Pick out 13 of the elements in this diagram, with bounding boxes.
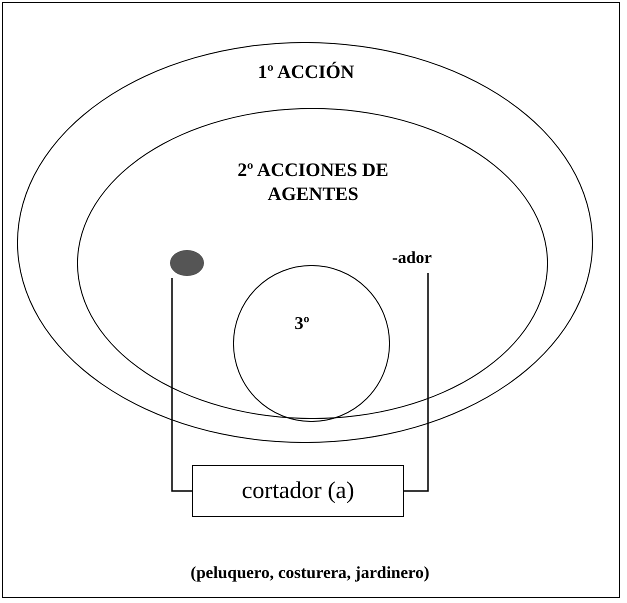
node-text: 1º ACCIÓN <box>256 61 356 85</box>
node-text: 3º <box>294 312 310 334</box>
examples-note: (peluquero, costurera, jardinero) <box>190 562 430 584</box>
filled-dot <box>170 250 204 276</box>
node-text: 2º ACCIONES DE AGENTES <box>236 159 390 206</box>
leader-line <box>404 273 429 492</box>
circle-node <box>233 265 390 422</box>
label-box <box>192 465 404 517</box>
ellipse-node <box>77 108 548 419</box>
node-text: -ador <box>391 247 433 268</box>
leader-line <box>171 278 192 492</box>
node-text: cortador (a) <box>242 477 354 506</box>
ellipse-node <box>17 42 593 443</box>
